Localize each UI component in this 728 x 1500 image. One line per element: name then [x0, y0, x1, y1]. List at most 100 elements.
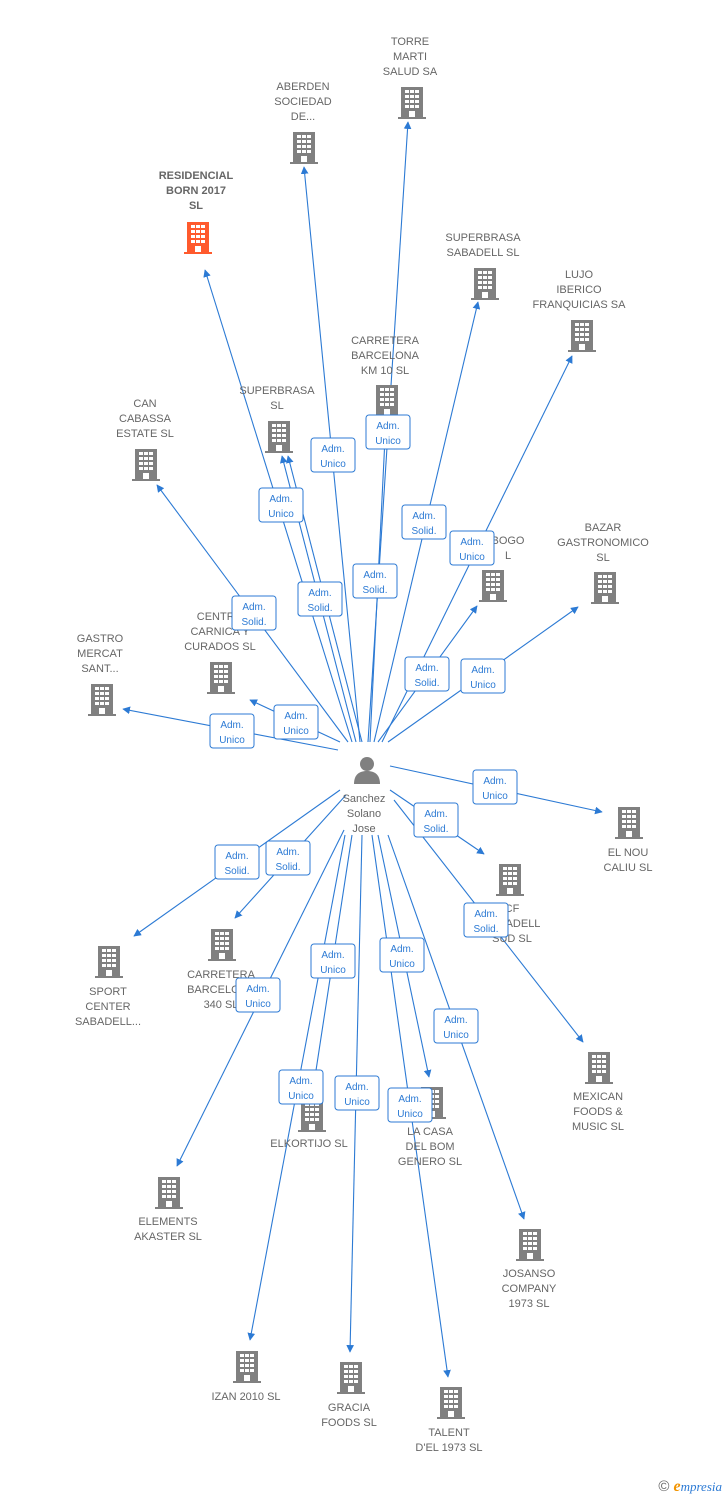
company-label-line: SUPERBRASA — [445, 232, 521, 244]
role-badge[interactable]: Adm.Solid. — [352, 563, 398, 599]
role-badge-box — [310, 437, 356, 473]
company-label-line: BORN 2017 — [166, 185, 226, 197]
company-node-mexican[interactable]: MEXICAN FOODS & MUSIC SL — [572, 1052, 624, 1133]
company-label-line: CENTER — [85, 1001, 130, 1013]
building-icon — [496, 864, 524, 896]
center-person-node[interactable]: Sanchez Solano Jose — [343, 757, 386, 835]
role-badge[interactable]: Adm.Solid. — [413, 802, 459, 838]
role-badge-text: Unico — [459, 552, 485, 563]
role-badge[interactable]: Adm.Unico — [460, 658, 506, 694]
company-node-elkortijo[interactable]: ELKORTIJO SL — [270, 1100, 348, 1150]
role-badge-text: Adm. — [242, 602, 265, 613]
role-badge-text: Adm. — [321, 444, 344, 455]
brand-logo-text: mpresia — [680, 1479, 722, 1494]
role-badge[interactable]: Adm.Solid. — [214, 844, 260, 880]
role-badge-text: Adm. — [363, 570, 386, 581]
company-label-line: FOODS & — [573, 1106, 623, 1118]
building-icon — [265, 421, 293, 453]
role-badge[interactable]: Adm.Unico — [472, 769, 518, 805]
role-badge-text: Unico — [397, 1109, 423, 1120]
company-label-line: SL — [189, 200, 203, 212]
building-icon — [591, 572, 619, 604]
role-badge-box — [214, 844, 260, 880]
role-badge[interactable]: Adm.Solid. — [401, 504, 447, 540]
building-icon — [208, 929, 236, 961]
company-label-line: CABASSA — [119, 413, 172, 425]
role-badge[interactable]: Adm. Solid. — [231, 595, 277, 631]
role-badge-text: Adm. — [345, 1082, 368, 1093]
building-icon — [290, 132, 318, 164]
role-badge-text: Unico — [443, 1030, 469, 1041]
company-node-izan[interactable]: IZAN 2010 SL — [211, 1351, 281, 1403]
role-badge[interactable]: Adm.Unico — [449, 530, 495, 566]
company-label-line: MEXICAN — [573, 1091, 623, 1103]
role-badge-text: Solid. — [423, 824, 448, 835]
role-badge[interactable]: Adm.Unico — [278, 1069, 324, 1105]
role-badge[interactable]: Adm. Unico — [310, 437, 356, 473]
role-badge-text: Solid. — [241, 617, 266, 628]
footer-brand: ©empresia — [658, 1478, 722, 1496]
company-label-line: CARRETERA — [351, 335, 420, 347]
company-label-line: IZAN 2010 SL — [211, 1391, 280, 1403]
company-label-line: ESTATE SL — [116, 428, 174, 440]
role-badge-text: Unico — [283, 726, 309, 737]
role-badge[interactable]: Adm.Unico — [379, 937, 425, 973]
company-node-sport[interactable]: SPORTCENTERSABADELL... — [75, 946, 141, 1028]
role-badge-text: Solid. — [414, 678, 439, 689]
building-icon — [207, 662, 235, 694]
role-badge-text: Unico — [482, 791, 508, 802]
company-label-line: TALENT — [428, 1427, 470, 1439]
role-badge[interactable]: Adm.Unico — [334, 1075, 380, 1111]
company-node-gastro[interactable]: GASTROMERCATSANT... — [77, 633, 124, 716]
center-name-line-2: Solano — [347, 808, 381, 820]
role-badge-text: Adm. — [444, 1015, 467, 1026]
role-badge[interactable]: Adm. Unico — [387, 1087, 433, 1123]
role-badge[interactable]: Adm.Solid. — [463, 902, 509, 938]
role-badge[interactable]: Adm.Unico — [235, 977, 281, 1013]
role-badge[interactable]: Adm.Unico — [310, 943, 356, 979]
company-label-line: MUSIC SL — [572, 1121, 624, 1133]
company-label-line: AKASTER SL — [134, 1231, 202, 1243]
role-badge[interactable]: Adm.Solid. — [265, 840, 311, 876]
company-label-line: IBERICO — [556, 284, 602, 296]
company-label-line: MERCAT — [77, 648, 123, 660]
company-label-line: SUPERBRASA — [239, 385, 315, 397]
role-badge-text: Adm. — [471, 665, 494, 676]
role-badge[interactable]: Adm.Unico — [365, 414, 411, 450]
role-badge[interactable]: Adm.Solid. — [297, 581, 343, 617]
company-label-line: CURADOS SL — [184, 641, 256, 653]
role-badge[interactable]: Adm.Unico — [273, 704, 319, 740]
role-badge-box — [401, 504, 447, 540]
role-badge[interactable]: Adm.Unico — [209, 713, 255, 749]
role-badge-box — [449, 530, 495, 566]
company-node-superbrasa[interactable]: SUPERBRASA SL — [239, 385, 315, 453]
role-badge[interactable]: Adm.Solid. — [404, 656, 450, 692]
role-badge-box — [258, 487, 304, 523]
company-label-line: DEL BOM — [405, 1141, 454, 1153]
role-badge[interactable]: Adm. Unico — [433, 1008, 479, 1044]
role-badge-box — [365, 414, 411, 450]
company-label-line: ELKORTIJO SL — [270, 1138, 347, 1150]
company-node-aberden[interactable]: ABERDENSOCIEDADDE... — [274, 81, 332, 164]
building-icon — [479, 570, 507, 602]
role-badge-text: Adm. — [398, 1094, 421, 1105]
role-badge-text: Unico — [320, 459, 346, 470]
company-label-line: SL — [270, 400, 283, 412]
role-badge-text: Adm. — [474, 909, 497, 920]
company-label-line: JOSANSO — [503, 1268, 556, 1280]
role-badge[interactable]: Adm.Unico — [258, 487, 304, 523]
